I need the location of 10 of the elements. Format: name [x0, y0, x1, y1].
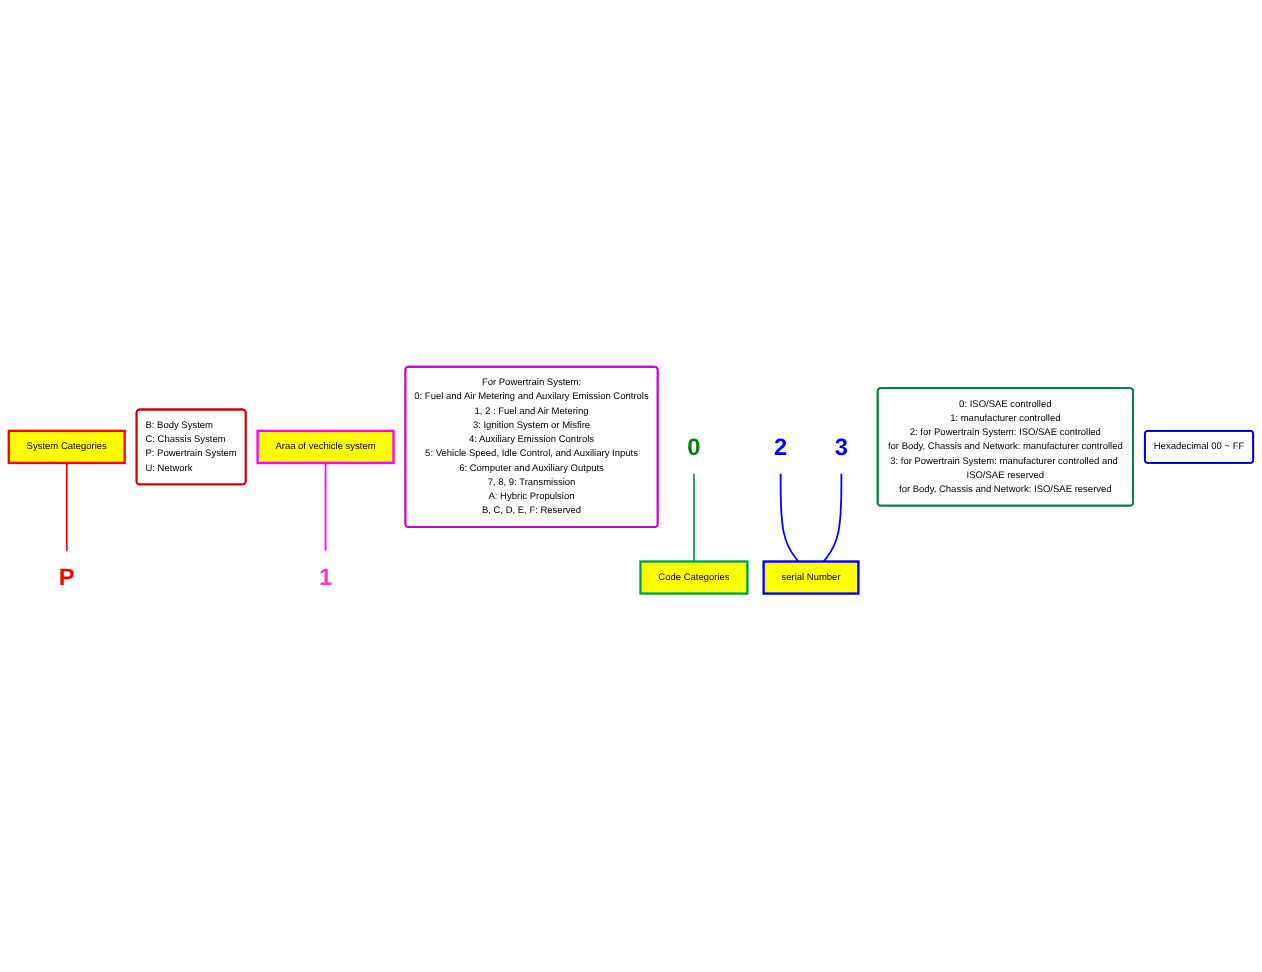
- connector: [693, 473, 695, 563]
- node-text: 3: [834, 434, 848, 461]
- connector: [779, 473, 800, 563]
- node-text: P: [58, 564, 75, 592]
- node-text: 1: [318, 564, 333, 592]
- connector: [65, 462, 68, 553]
- connector: [822, 473, 843, 563]
- connector: [324, 462, 327, 553]
- node-text: 2: [774, 434, 788, 461]
- node-text: 0: [687, 434, 701, 461]
